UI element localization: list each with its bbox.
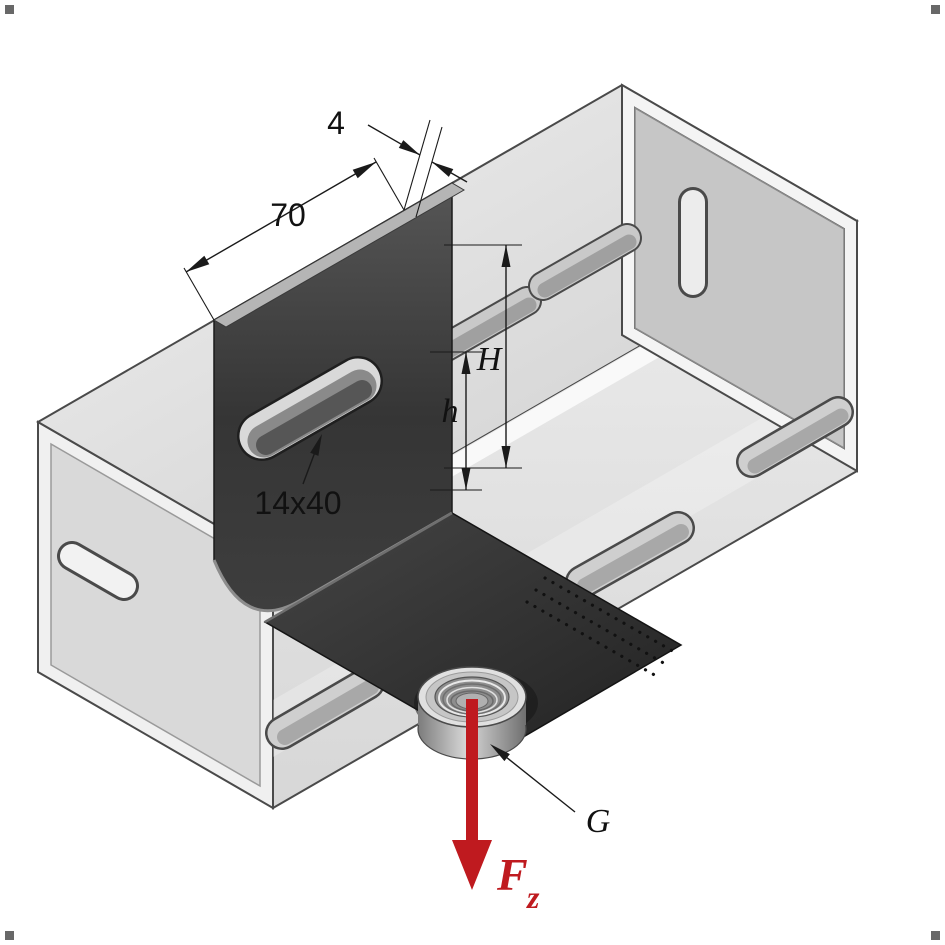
front-slot-1 bbox=[265, 666, 385, 750]
leader-G bbox=[490, 744, 576, 813]
force-label-F: F bbox=[496, 849, 528, 900]
bracket-slot-14x40 bbox=[237, 356, 383, 461]
force-arrow-fz bbox=[452, 699, 492, 890]
dim-label-4: 4 bbox=[327, 105, 345, 141]
dim-label-h: h bbox=[442, 393, 459, 430]
top-slot-2 bbox=[528, 223, 642, 301]
dimension-h bbox=[430, 351, 482, 491]
top-slot-1 bbox=[428, 286, 542, 364]
front-slot-3 bbox=[736, 396, 854, 478]
leader-14x40 bbox=[302, 434, 322, 485]
corner-marks bbox=[5, 5, 940, 940]
dim-label-14x40: 14x40 bbox=[254, 485, 341, 521]
dim-label-G: G bbox=[586, 803, 611, 840]
bracket-top-edge bbox=[213, 182, 465, 328]
dimension-70 bbox=[183, 157, 405, 321]
channel-slots bbox=[265, 223, 854, 750]
channel-left-end bbox=[37, 420, 274, 810]
force-arrow-head bbox=[452, 840, 492, 890]
mounting-bracket bbox=[212, 181, 683, 760]
dim-label-H: H bbox=[476, 341, 504, 378]
force-label-z: z bbox=[526, 879, 540, 915]
dimension-H bbox=[444, 244, 522, 469]
dimension-4 bbox=[367, 119, 468, 218]
front-slot-2 bbox=[565, 511, 695, 599]
force-arrow-shaft bbox=[466, 699, 478, 845]
dim-label-70: 70 bbox=[270, 197, 306, 233]
